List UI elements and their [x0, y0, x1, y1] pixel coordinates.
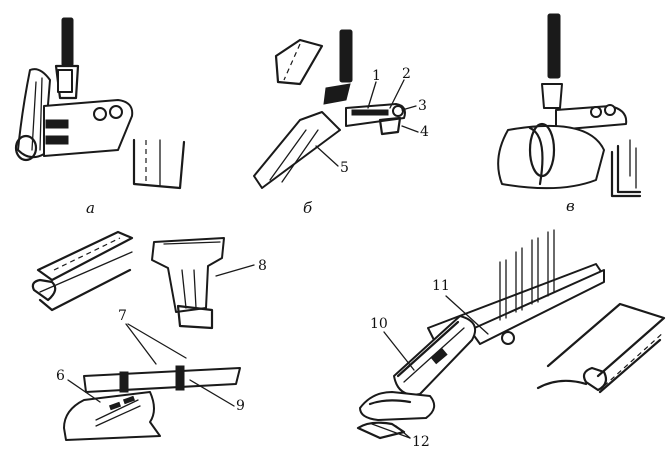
panel-b-drawing — [253, 29, 406, 189]
panel-c-drawing — [497, 13, 642, 198]
panel-label-b: б — [303, 199, 313, 217]
part-number-4: 4 — [420, 124, 429, 140]
part-number-9: 9 — [236, 398, 245, 414]
part-number-11: 11 — [432, 278, 450, 294]
part-number-6: 6 — [56, 368, 65, 384]
part-number-10: 10 — [370, 316, 388, 332]
part-number-1: 1 — [372, 68, 381, 84]
panel-label-c: в — [566, 197, 575, 215]
part-number-2: 2 — [402, 66, 411, 82]
bottom-right-drawing — [356, 229, 666, 440]
bottom-left-drawing — [31, 230, 241, 441]
panel-a-drawing — [14, 17, 186, 190]
panel-label-a: а — [86, 199, 95, 217]
part-number-3: 3 — [418, 98, 427, 114]
part-number-5: 5 — [340, 160, 349, 176]
part-number-12: 12 — [412, 434, 430, 450]
part-number-7: 7 — [118, 308, 127, 324]
part-number-8: 8 — [258, 258, 267, 274]
